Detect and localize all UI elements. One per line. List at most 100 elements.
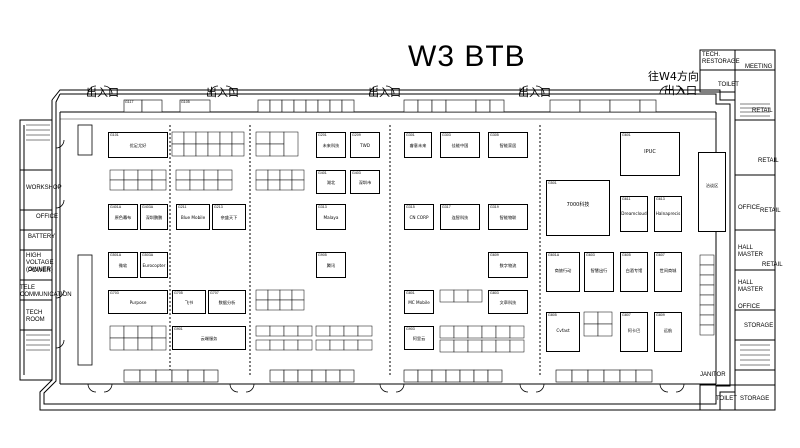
booth-name: 奈盛天下 xyxy=(220,214,238,220)
booth: G317 连智科技 xyxy=(440,204,480,230)
booth: G209 TWD xyxy=(350,132,380,158)
entrance-label: 出入口 xyxy=(86,86,119,99)
booth-number: G609 xyxy=(490,253,499,257)
booth: G601 IPUC xyxy=(620,132,680,176)
booth-name: 飞书 xyxy=(184,299,194,305)
booth-name: 阿卡巴 xyxy=(627,328,641,334)
booth-name: IPUC xyxy=(644,148,656,155)
entrance-label: 出入口 xyxy=(206,86,239,99)
booth-number: G317 xyxy=(442,205,451,209)
room-retail: RETAIL xyxy=(760,208,781,214)
direction-label: 往W4方向 xyxy=(648,70,699,83)
booth-number: G313 xyxy=(318,205,327,209)
booth-number: G403A xyxy=(142,205,154,209)
booth-name: Eurocopter xyxy=(142,262,166,268)
booth-number: G603 xyxy=(586,253,595,257)
booth: G905 腾讯 xyxy=(316,252,346,278)
room-battery: BATTERY xyxy=(28,234,56,240)
booth-number: G401A xyxy=(110,205,122,209)
booth-name: 腾讯 xyxy=(326,262,336,268)
booth: G201 未来科技 xyxy=(316,132,346,158)
room-tech-room: TECH ROOM xyxy=(26,310,45,323)
booth: G501 7000科技 xyxy=(546,180,610,236)
booth-name: 湖北 xyxy=(326,179,336,185)
booth-name: 智能物联 xyxy=(499,214,517,220)
booth-name: 云端服务 xyxy=(200,335,218,341)
room-power: POWER xyxy=(28,268,51,274)
booth-name: 未来科技 xyxy=(322,142,340,148)
booth-number: G501A xyxy=(110,253,122,257)
room-workshop: WORKSHOP xyxy=(26,185,62,191)
booth-number: G809 xyxy=(656,313,665,317)
booth-number: G503A xyxy=(142,253,154,257)
booth: G101 优足尤好 xyxy=(108,132,168,158)
booth-number: G905 xyxy=(318,253,327,257)
booth-name: 原色幕布 xyxy=(114,214,132,220)
booth: G315 CN CORP xyxy=(404,204,434,230)
booth: G503A Eurocopter xyxy=(140,252,168,278)
booth: G803 文章科技 xyxy=(488,290,528,314)
hall-title: W3 BTB xyxy=(408,40,526,73)
booth-name: 连智科技 xyxy=(451,214,469,220)
booth: G211 Blue Mobile xyxy=(176,204,210,230)
booth-name: 佳能中国 xyxy=(451,142,469,148)
booth: G401A 原色幕布 xyxy=(108,204,138,230)
booth: G303 佳能中国 xyxy=(440,132,480,158)
booth-number: G301 xyxy=(406,133,415,137)
booth-name: Dreamcloud xyxy=(621,210,647,216)
room-telecommunication: TELE COMMUNICATION xyxy=(20,285,72,298)
booth-number: G807 xyxy=(622,313,631,317)
room-hall-master: HALL MASTER xyxy=(738,280,764,293)
booth-name: 阿里云 xyxy=(412,335,426,341)
booth: G903 阿里云 xyxy=(404,326,434,350)
booth-name: CN CORP xyxy=(409,214,429,220)
booth-number: G101 xyxy=(110,133,119,137)
booth: G305 智能家居 xyxy=(488,132,528,158)
booth: G805 Cvfast xyxy=(546,312,580,352)
booth-number: G403 xyxy=(352,171,361,175)
booth-number: G315 xyxy=(406,205,415,209)
room-retail: RETAIL xyxy=(752,108,773,114)
booth-name: 优足尤好 xyxy=(129,142,147,148)
room-office: OFFICE xyxy=(36,214,58,220)
room-high-voltage: HIGH VOLTAGE (OWNER) xyxy=(26,253,54,273)
entrance-label: 出入口 xyxy=(664,84,697,97)
booth: G313 Malaya xyxy=(316,204,346,230)
booth-name: 数字物流 xyxy=(499,262,517,268)
booth-name: Halnaprecis xyxy=(655,210,681,216)
booth: G707 数据分析 xyxy=(208,290,246,314)
booth-name: Cvfast xyxy=(556,328,570,334)
lounge-area: 洽谈区 xyxy=(698,152,726,232)
booth-name: 智能家居 xyxy=(499,142,517,148)
room-storage: STORAGE xyxy=(744,323,774,329)
entrance-label: 出入口 xyxy=(368,86,401,99)
booth-number: G209 xyxy=(352,133,361,137)
booth-number: G613 xyxy=(656,197,665,201)
booth: G213 奈盛天下 xyxy=(212,204,246,230)
booth-number: G611 xyxy=(622,197,631,201)
booth: G403A 深圳鹏鹏 xyxy=(140,204,168,230)
booth-number: G601A xyxy=(548,253,560,257)
booth: G807 阿卡巴 xyxy=(620,312,648,352)
booth-name: 深圳鹏鹏 xyxy=(145,214,163,220)
booth-number: G703 xyxy=(110,291,119,295)
booth: G801 MC Mobile xyxy=(404,290,434,314)
booth: G703 Purpose xyxy=(108,290,168,314)
booth-number: G803 xyxy=(490,291,499,295)
booth-name: 智慧出行 xyxy=(590,268,608,274)
booth-number: G117 xyxy=(125,100,134,104)
booth-number: G705 xyxy=(174,291,183,295)
booth-name: TWD xyxy=(360,142,370,148)
booth-number: G105 xyxy=(181,100,190,104)
booth-number: G605 xyxy=(622,253,631,257)
booth-name: 远航 xyxy=(663,328,673,334)
booth: G401 湖北 xyxy=(316,170,346,194)
booth: G611 Dreamcloud xyxy=(620,196,648,232)
booth-name: 深圳市 xyxy=(358,179,372,185)
booth: G319 智能物联 xyxy=(488,204,528,230)
room-toilet: TOILET xyxy=(718,82,739,88)
room-janitor: JANITOR xyxy=(700,372,726,378)
booth-name: 7000科技 xyxy=(566,201,590,208)
booth-name: 微软 xyxy=(118,262,128,268)
booth-number: G305 xyxy=(490,133,499,137)
